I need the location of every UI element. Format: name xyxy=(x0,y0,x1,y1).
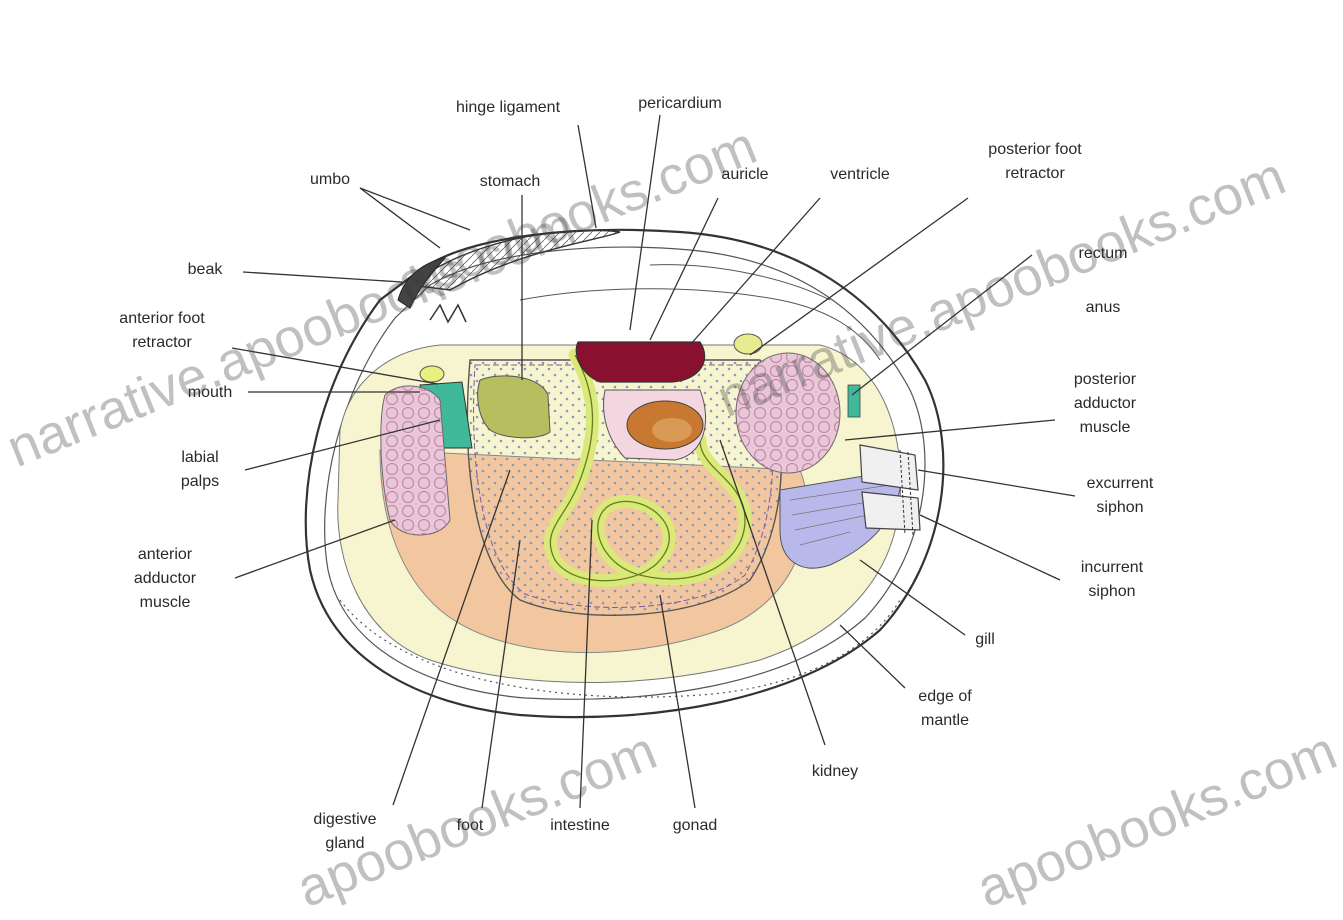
label-labial-palps: labial palps xyxy=(160,446,240,494)
label-gonad: gonad xyxy=(650,814,740,838)
label-gill: gill xyxy=(960,628,1010,652)
ventricle-inner xyxy=(652,418,692,442)
label-anus: anus xyxy=(1058,296,1148,320)
auricle xyxy=(734,334,762,354)
label-beak: beak xyxy=(170,258,240,282)
label-posterior-adductor-muscle: posterior adductor muscle xyxy=(1050,368,1160,440)
stomach xyxy=(478,376,550,438)
label-ventricle: ventricle xyxy=(805,163,915,187)
label-intestine: intestine xyxy=(530,814,630,838)
label-hinge-ligament: hinge ligament xyxy=(428,96,588,120)
anterior-adductor-texture xyxy=(381,386,450,535)
label-rectum: rectum xyxy=(1058,242,1148,266)
pericardium xyxy=(576,342,704,382)
posterior-adductor-texture xyxy=(736,353,840,473)
label-excurrent-siphon: excurrent siphon xyxy=(1060,472,1180,520)
label-anterior-adductor-muscle: anterior adductor muscle xyxy=(110,543,220,615)
label-auricle: auricle xyxy=(700,163,790,187)
mouth xyxy=(420,366,444,382)
label-kidney: kidney xyxy=(790,760,880,784)
label-mouth: mouth xyxy=(170,381,250,405)
label-umbo: umbo xyxy=(290,168,370,192)
label-anterior-foot-retractor: anterior foot retractor xyxy=(72,307,252,355)
label-stomach: stomach xyxy=(450,170,570,194)
incurrent-siphon xyxy=(862,492,920,530)
label-foot: foot xyxy=(440,814,500,838)
label-incurrent-siphon: incurrent siphon xyxy=(1052,556,1172,604)
label-pericardium: pericardium xyxy=(610,92,750,116)
label-digestive-gland: digestive gland xyxy=(290,808,400,856)
label-posterior-foot-retractor: posterior foot retractor xyxy=(960,138,1110,186)
label-edge-of-mantle: edge of mantle xyxy=(900,685,990,733)
